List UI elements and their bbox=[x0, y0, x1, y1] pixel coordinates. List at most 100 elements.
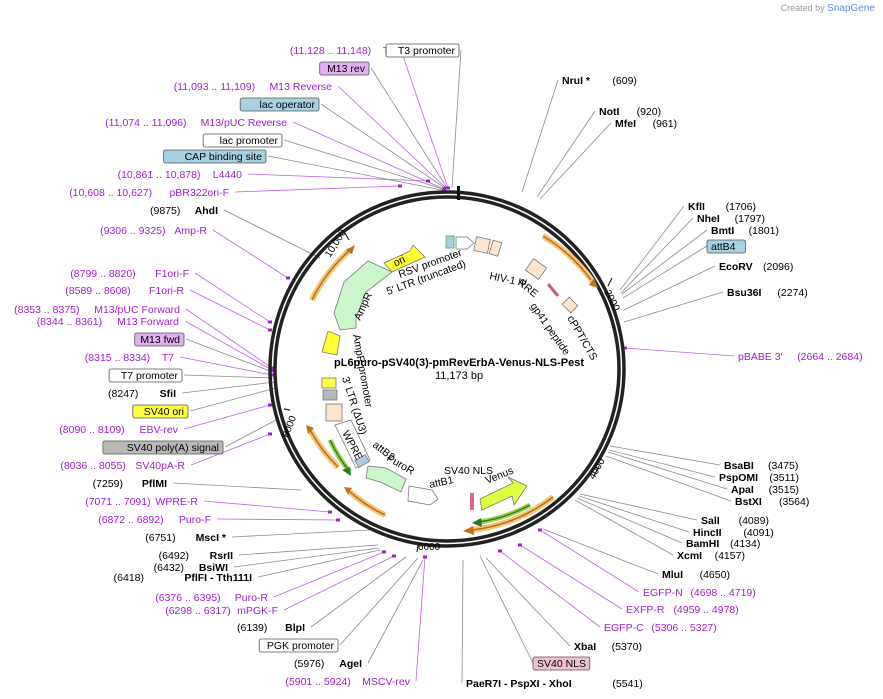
label-puro-f[interactable]: Puro-F(6872 .. 6892) bbox=[98, 514, 211, 526]
label-t7-promoter[interactable]: T7 promoter bbox=[108, 368, 183, 383]
label-coord: (4650) bbox=[700, 569, 730, 581]
label-coord: (6298 .. 6317) bbox=[165, 605, 230, 617]
label-sv40-nls[interactable]: SV40 NLS bbox=[532, 656, 591, 671]
label-mlui[interactable]: MluI(4650) bbox=[662, 569, 730, 581]
label-coord: (961) bbox=[653, 118, 678, 130]
label-hincii[interactable]: HincII(4091) bbox=[693, 527, 774, 539]
label-pgk-promoter[interactable]: PGK promoter bbox=[258, 638, 339, 653]
label-f1ori-r[interactable]: F1ori-R(8589 .. 8608) bbox=[65, 285, 184, 297]
credit-prefix: Created by bbox=[780, 3, 825, 13]
label-coord: (6139) bbox=[237, 622, 267, 634]
label-attb4[interactable]: attB4 bbox=[706, 239, 746, 254]
label-xcmi[interactable]: XcmI(4157) bbox=[677, 550, 745, 562]
label-egfp-n[interactable]: EGFP-N(4698 .. 4719) bbox=[643, 587, 756, 599]
inner-label-ori: ori bbox=[392, 253, 408, 269]
label-pbabe-3[interactable]: pBABE 3'(2664 .. 2684) bbox=[738, 351, 863, 363]
label-coord: (8589 .. 8608) bbox=[65, 285, 130, 297]
label-amp-r[interactable]: Amp-R(9306 .. 9325) bbox=[100, 225, 207, 237]
label-ecorv[interactable]: EcoRV(2096) bbox=[719, 261, 793, 273]
label-name: ApaI bbox=[731, 484, 754, 496]
label-paer7i-pspxi-xhoi[interactable]: PaeR7I - PspXI - XhoI(5541) bbox=[466, 678, 643, 690]
label-pflmi[interactable]: PflMI(7259) bbox=[93, 478, 167, 490]
label-m13-puc-forward[interactable]: M13/pUC Forward(8353 .. 8375) bbox=[14, 304, 180, 316]
label-f1ori-f[interactable]: F1ori-F(8799 .. 8820) bbox=[70, 268, 189, 280]
label-pbr322ori-f[interactable]: pBR322ori-F(10,608 .. 10,627) bbox=[69, 187, 229, 199]
label-bsabi[interactable]: BsaBI(3475) bbox=[724, 460, 798, 472]
label-name: AhdI bbox=[195, 205, 218, 217]
label-coord: (11,093 .. 11,109) bbox=[174, 81, 255, 93]
origin-mark bbox=[457, 186, 460, 200]
label-coord: (8344 .. 8361) bbox=[37, 316, 102, 328]
label-name: BamHI bbox=[686, 538, 719, 550]
label-pspomi[interactable]: PspOMI(3511) bbox=[719, 472, 799, 484]
label-bmti[interactable]: BmtI(1801) bbox=[711, 225, 779, 237]
label-sv40-ori[interactable]: SV40 ori bbox=[132, 404, 189, 419]
label-name: BsiWI bbox=[199, 562, 228, 574]
label-sv40pa-r[interactable]: SV40pA-R(8036 .. 8055) bbox=[60, 460, 185, 472]
label-coord: (4959 .. 4978) bbox=[673, 604, 738, 616]
label-cap-binding-site[interactable]: CAP binding site bbox=[163, 149, 267, 164]
label-t7[interactable]: T7(8315 .. 8334) bbox=[85, 352, 174, 364]
label-wpre-r[interactable]: WPRE-R(7071 .. 7091) bbox=[85, 496, 198, 508]
features bbox=[306, 233, 598, 535]
label-mfei[interactable]: MfeI(961) bbox=[615, 118, 677, 130]
label-name: M13 Forward bbox=[117, 316, 179, 328]
label-lac-promoter[interactable]: lac promoter bbox=[202, 133, 283, 148]
label-noti[interactable]: NotI(920) bbox=[599, 106, 661, 118]
label-name: CAP binding site bbox=[185, 151, 263, 163]
label-puro-r[interactable]: Puro-R(6376 .. 6395) bbox=[155, 592, 268, 604]
label-blpi[interactable]: BlpI(6139) bbox=[237, 622, 305, 634]
label-sfii[interactable]: SfiI(8247) bbox=[108, 388, 176, 400]
label-m13-fwd[interactable]: M13 fwd bbox=[134, 332, 185, 347]
label-mpgk-f[interactable]: mPGK-F(6298 .. 6317) bbox=[165, 605, 278, 617]
label-m13-reverse[interactable]: M13 Reverse(11,093 .. 11,109) bbox=[174, 81, 332, 93]
orf-arrow-bottom-head bbox=[463, 526, 474, 535]
label-nhei[interactable]: NheI(1797) bbox=[697, 213, 765, 225]
label-lac-operator[interactable]: lac operator bbox=[239, 97, 320, 112]
sv40-polya-box bbox=[322, 389, 338, 401]
label-coord: (6751) bbox=[145, 532, 175, 544]
label-apai[interactable]: ApaI (3515) bbox=[731, 484, 799, 496]
gp41-mark bbox=[546, 283, 560, 297]
tick-label: 4000 bbox=[587, 456, 608, 481]
label-name: XbaI bbox=[574, 641, 596, 653]
tick-mark bbox=[416, 544, 419, 553]
label-name: Puro-F bbox=[179, 514, 211, 526]
label-t3-promoter[interactable]: T3 promoter bbox=[385, 43, 460, 58]
label-mscv-rev[interactable]: MSCV-rev(5901 .. 5924) bbox=[285, 676, 410, 688]
label-rsrii[interactable]: RsrII(6492) bbox=[159, 550, 233, 562]
wpre-box bbox=[334, 419, 371, 469]
backbone-outer-ring bbox=[268, 190, 626, 548]
label-kfli[interactable]: KflI(1706) bbox=[688, 201, 756, 213]
label-name: T7 bbox=[162, 352, 174, 364]
label-bamhi[interactable]: BamHI(4134) bbox=[686, 538, 760, 550]
label-exfp-r[interactable]: EXFP-R(4959 .. 4978) bbox=[626, 604, 739, 616]
label-name: EGFP-C bbox=[604, 622, 644, 634]
label-m13-puc-reverse[interactable]: M13/pUC Reverse(11,074 .. 11,096) bbox=[105, 117, 287, 129]
label-coord: (609) bbox=[612, 75, 637, 87]
label-name: PspOMI bbox=[719, 472, 758, 484]
label-bstxi[interactable]: BstXI(3564) bbox=[735, 496, 809, 508]
label-bsiwi[interactable]: BsiWI (6432) bbox=[154, 562, 228, 574]
tick-mark bbox=[593, 465, 600, 477]
label-egfp-c[interactable]: EGFP-C(5306 .. 5327) bbox=[604, 622, 717, 634]
label-ebv-rev[interactable]: EBV-rev(8090 .. 8109) bbox=[59, 424, 178, 436]
label-coord: (3515) bbox=[769, 484, 799, 496]
label-xbai[interactable]: XbaI(5370) bbox=[574, 641, 642, 653]
label-pflfi-tth111i[interactable]: PflFI - Tth111I(6418) bbox=[114, 572, 252, 584]
label-name: pBABE 3' bbox=[738, 351, 783, 363]
label-coord: (6432) bbox=[154, 562, 184, 574]
label-sali[interactable]: SalI(4089) bbox=[701, 515, 769, 527]
label-sv40-poly-a-signal[interactable]: SV40 poly(A) signal bbox=[102, 440, 224, 455]
label-agei[interactable]: AgeI(5976) bbox=[294, 658, 362, 670]
label-bsu36i[interactable]: Bsu36I(2274) bbox=[727, 287, 808, 299]
label-msci[interactable]: MscI *(6751) bbox=[145, 532, 227, 544]
label-name: PGK promoter bbox=[267, 640, 335, 652]
label-m13-forward[interactable]: M13 Forward (8344 .. 8361) bbox=[37, 316, 179, 328]
label-ahdi[interactable]: AhdI(9875) bbox=[150, 205, 218, 217]
label-t3[interactable]: T3(11,128 .. 11,148) bbox=[290, 45, 395, 57]
label-m13-rev[interactable]: M13 rev bbox=[319, 61, 370, 76]
label-l4440[interactable]: L4440(10,861 .. 10,878) bbox=[118, 169, 243, 181]
label-nrui[interactable]: NruI *(609) bbox=[562, 75, 637, 87]
label-name: NotI bbox=[599, 106, 619, 118]
